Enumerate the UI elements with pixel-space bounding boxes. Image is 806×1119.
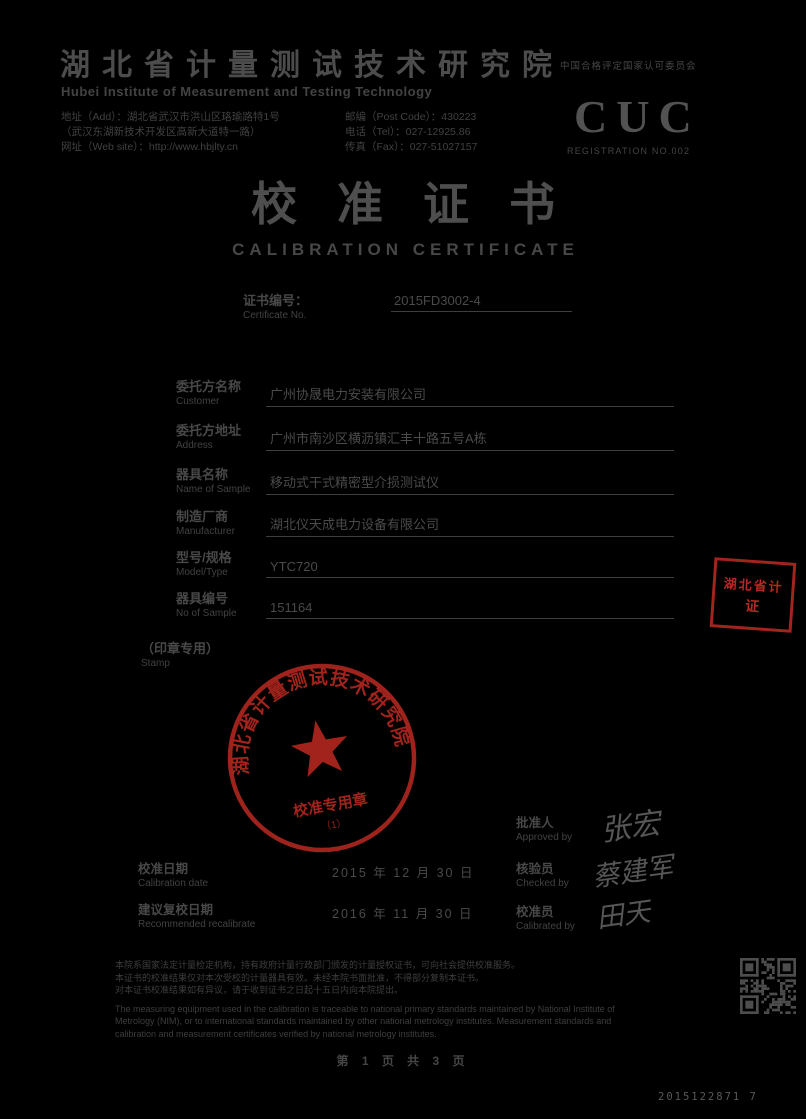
qr-code-graphic (740, 958, 796, 1014)
seal-caption: 校准专用章 (292, 790, 369, 821)
field-label-en: Name of Sample (176, 484, 251, 495)
document-code: 2015122871 7 (658, 1091, 758, 1103)
recalibration-date-value: 2016 年 11 月 30 日 (332, 907, 474, 921)
field-manufacturer: 制造厂商 Manufacturer 湖北仪天成电力设备有限公司 (176, 506, 674, 537)
approved-by-label: 批准人 Approved by (516, 812, 572, 843)
certificate-no-value: 2015FD3002-4 (391, 293, 572, 312)
recalibration-date-label-cn: 建议复校日期 (138, 903, 214, 917)
registration-number: REGISTRATION NO.002 (567, 146, 691, 156)
field-label-cn: 器具编号 (176, 591, 229, 606)
calibration-date-label: 校准日期 Calibration date (138, 858, 208, 889)
institute-name-en: Hubei Institute of Measurement and Testi… (61, 84, 433, 99)
field-value: 广州市南沙区横沥镇汇丰十路五号A栋 (266, 428, 674, 451)
approved-label-cn: 批准人 (516, 816, 554, 830)
calibrated-signature: 田天 (594, 896, 653, 935)
field-model-type: 型号/规格 Model/Type YTC720 (176, 547, 674, 578)
calibration-date-value: 2015 年 12 月 30 日 (332, 866, 475, 880)
certificate-no-label-en: Certificate No. (243, 310, 307, 321)
calibrated-label-cn: 校准员 (516, 905, 554, 919)
field-sample-name: 器具名称 Name of Sample 移动式干式精密型介损测试仪 (176, 464, 674, 495)
checked-label-cn: 核验员 (516, 862, 554, 876)
field-label-cn: 委托方名称 (176, 379, 242, 394)
checked-signature: 蔡建军 (590, 851, 676, 894)
checked-by-label: 核验员 Checked by (516, 858, 569, 889)
accreditation-text: 中国合格评定国家认可委员会 (560, 61, 697, 72)
field-label-cn: 委托方地址 (176, 423, 242, 438)
stamp-label-cn: （印章专用） (141, 641, 220, 656)
seal-star-icon (290, 720, 348, 778)
qr-code (740, 958, 796, 1014)
disclaimer-cn-line: 本证书的校准结果仅对本次受校的计量器具有效。未经本院书面批准，不得部分复制本证书… (115, 972, 485, 983)
field-label-cn: 型号/规格 (176, 550, 232, 565)
seal-graphic: 湖北省计量测试技术研究院 校准专用章 （1） (215, 652, 417, 853)
stamp-area-label: （印章专用） Stamp (141, 638, 219, 669)
calibrated-label-en: Calibrated by (516, 921, 575, 932)
calibrated-by-label: 校准员 Calibrated by (516, 901, 575, 932)
field-customer: 委托方名称 Customer 广州协晟电力安装有限公司 (176, 376, 674, 407)
cuc-logo: CUC (574, 91, 701, 142)
disclaimer-en-line: The measuring equipment used in the cali… (115, 1003, 615, 1014)
field-value: 湖北仪天成电力设备有限公司 (266, 514, 674, 537)
field-value: 151164 (266, 600, 674, 619)
disclaimer-cn-line: 对本证书校准结果如有异议，请于收到证书之日起十五日内向本院提出。 (115, 985, 404, 995)
side-stamp-line2: 证 (744, 597, 760, 614)
field-label-en: Model/Type (176, 567, 228, 578)
field-label-en: Customer (176, 396, 220, 407)
calibration-date-label-en: Calibration date (138, 878, 209, 889)
certificate-no-label-cn: 证书编号： (243, 293, 309, 308)
field-value: 广州协晟电力安装有限公司 (266, 384, 674, 407)
calibration-seal: 湖北省计量测试技术研究院 校准专用章 （1） (206, 642, 438, 874)
footer-disclaimer: 本院系国家法定计量检定机构，持有政府计量行政部门颁发的计量授权证书，可向社会提供… (115, 960, 700, 1041)
provincial-red-stamp: 湖北省计 证 (709, 557, 797, 633)
disclaimer-cn-line: 本院系国家法定计量检定机构，持有政府计量行政部门颁发的计量授权证书，可向社会提供… (115, 960, 521, 970)
disclaimer-en-line: calibration and measurement certificates… (115, 1028, 437, 1039)
disclaimer-en-line: Metrology (NIM), or to international sta… (115, 1016, 612, 1026)
seal-number: （1） (320, 817, 347, 833)
recalibration-date-label-en: Recommended recalibrate (138, 919, 256, 930)
checked-label-en: Checked by (516, 878, 569, 889)
field-label-cn: 器具名称 (176, 467, 229, 482)
field-label-en: Address (176, 440, 213, 451)
certificate-no-label: 证书编号： Certificate No. (243, 290, 308, 321)
institute-name-cn: 湖北省计量测试技术研究院 (60, 49, 564, 82)
address-line: 地址（Add）：湖北省武汉市洪山区珞瑜路特1号 (61, 111, 280, 123)
field-address: 委托方地址 Address 广州市南沙区横沥镇汇丰十路五号A栋 (176, 420, 674, 451)
field-label-en: Manufacturer (176, 526, 235, 537)
calibration-date-label-cn: 校准日期 (138, 862, 189, 876)
certificate-title-en: CALIBRATION CERTIFICATE (232, 240, 579, 259)
fax-line: 传真（Fax）：027-51027157 (345, 141, 478, 153)
postcode-line: 邮编（Post Code）：430223 (345, 111, 477, 123)
approved-signature: 张宏 (598, 805, 663, 849)
address-line-2: （武汉东湖新技术开发区高新大道特一路） (61, 126, 261, 138)
contact-left: 地址（Add）：湖北省武汉市洪山区珞瑜路特1号 （武汉东湖新技术开发区高新大道特… (61, 110, 280, 155)
field-label-cn: 制造厂商 (176, 509, 229, 524)
side-stamp-line1: 湖北省计 (723, 575, 785, 595)
field-value: 移动式干式精密型介损测试仪 (266, 472, 674, 495)
website-line: 网址（Web site）：http://www.hbjlty.cn (61, 141, 238, 153)
field-label-en: No of Sample (176, 608, 237, 619)
stamp-label-en: Stamp (141, 658, 170, 669)
approved-label-en: Approved by (516, 832, 573, 843)
recalibration-date-label: 建议复校日期 Recommended recalibrate (138, 899, 255, 930)
page-number: 第 1 页 共 3 页 (336, 1054, 470, 1068)
contact-right: 邮编（Post Code）：430223 电话（Tel）：027-12925.8… (345, 110, 478, 155)
field-sample-no: 器具编号 No of Sample 151164 (176, 588, 674, 619)
field-value: YTC720 (266, 559, 674, 578)
certificate-title-cn: 校准证书 (251, 178, 595, 230)
phone-line: 电话（Tel）：027-12925.86 (345, 126, 471, 138)
